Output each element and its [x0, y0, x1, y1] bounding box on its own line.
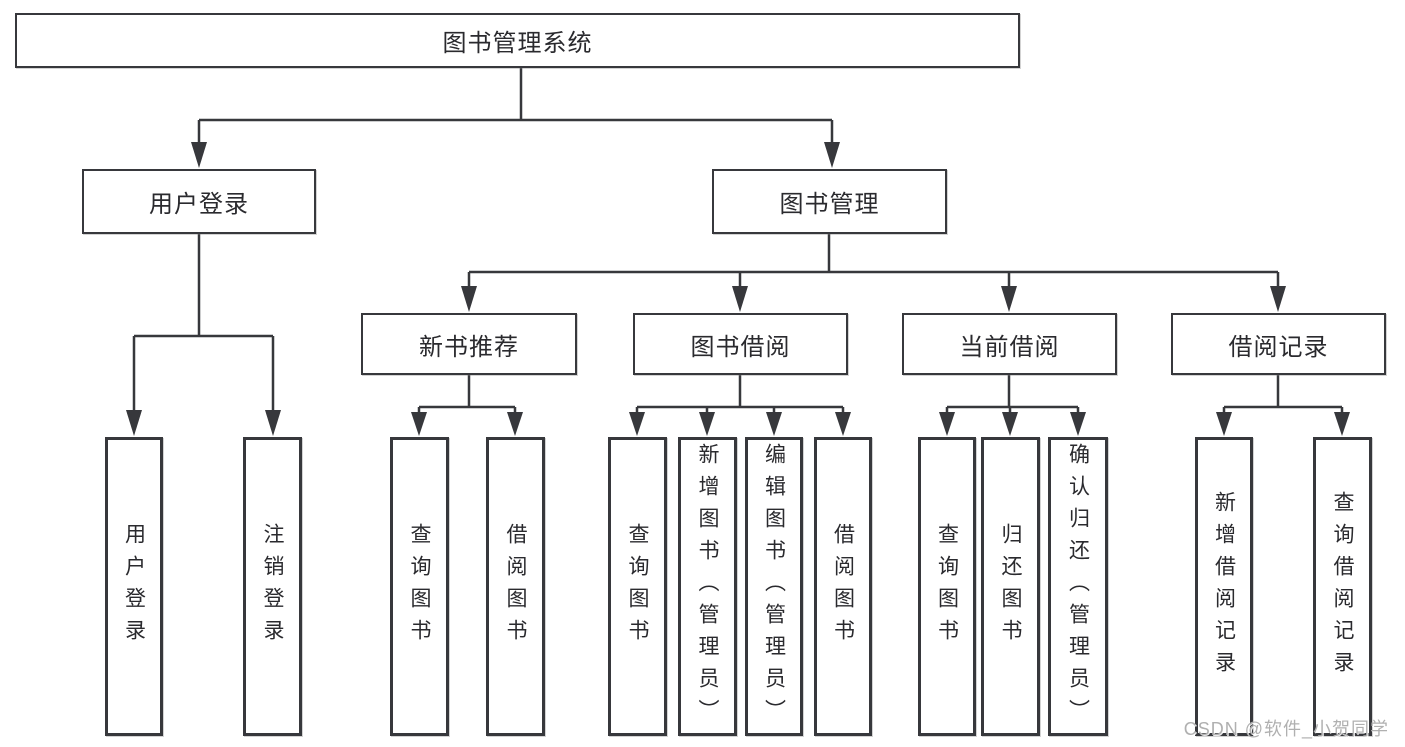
- node-label: 新书推荐: [419, 333, 519, 361]
- leaf-borrow-query: 查询图书: [608, 437, 667, 736]
- node-label: 注销登录: [261, 522, 284, 651]
- node-label: 查询图书: [626, 522, 649, 651]
- node-label: 图书管理系统: [442, 30, 593, 57]
- leaf-record-query: 查询借阅记录: [1313, 437, 1372, 736]
- leaf-borrow-edit-book: 编辑图书（管理员）: [745, 437, 803, 736]
- node-user-login: 用户登录: [82, 169, 316, 234]
- node-label: 查询图书: [935, 522, 959, 651]
- node-label: 编辑图书（管理员）: [762, 442, 786, 731]
- leaf-logout: 注销登录: [243, 437, 302, 736]
- node-new-book-recommend: 新书推荐: [361, 313, 577, 375]
- leaf-current-return: 归还图书: [981, 437, 1040, 736]
- node-label: 借阅图书: [831, 522, 855, 651]
- node-label: 借阅记录: [1228, 333, 1329, 361]
- node-label: 图书借阅: [690, 333, 791, 361]
- node-book-management: 图书管理: [712, 169, 947, 234]
- node-book-borrow: 图书借阅: [633, 313, 848, 375]
- node-system-root: 图书管理系统: [15, 13, 1020, 68]
- node-label: 归还图书: [999, 522, 1022, 651]
- watermark: CSDN @软件_小贺同学: [1183, 719, 1389, 739]
- node-label: 图书管理: [779, 191, 880, 218]
- node-label: 查询图书: [408, 522, 431, 651]
- leaf-newbook-borrow: 借阅图书: [486, 437, 545, 736]
- node-label: 用户登录: [149, 191, 249, 218]
- leaf-current-query: 查询图书: [918, 437, 976, 736]
- node-label: 新增借阅记录: [1212, 490, 1236, 683]
- leaf-record-add: 新增借阅记录: [1195, 437, 1253, 736]
- leaf-borrow-add-book: 新增图书（管理员）: [678, 437, 737, 736]
- node-label: 用户登录: [122, 522, 146, 651]
- leaf-borrow-book: 借阅图书: [814, 437, 872, 736]
- node-current-borrow: 当前借阅: [902, 313, 1117, 375]
- node-label: 借阅图书: [504, 522, 527, 651]
- node-label: 新增图书（管理员）: [696, 442, 719, 731]
- leaf-user-login: 用户登录: [105, 437, 163, 736]
- node-borrow-records: 借阅记录: [1171, 313, 1386, 375]
- node-label: 确认归还（管理员）: [1066, 442, 1090, 731]
- node-label: 查询借阅记录: [1331, 490, 1354, 683]
- leaf-current-confirm-return: 确认归还（管理员）: [1048, 437, 1108, 736]
- leaf-newbook-query: 查询图书: [390, 437, 449, 736]
- node-label: 当前借阅: [959, 333, 1060, 361]
